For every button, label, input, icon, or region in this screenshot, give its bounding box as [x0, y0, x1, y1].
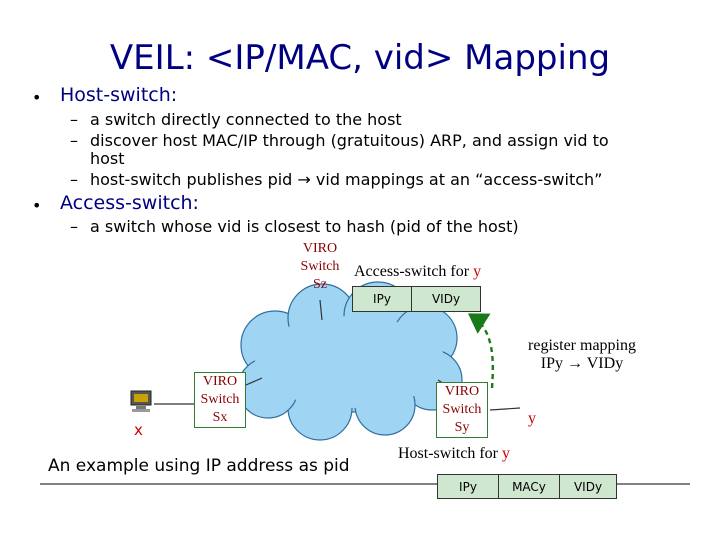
switch-sy: VIRO Switch Sy: [436, 382, 488, 438]
switch-type-text: VIRO: [202, 374, 238, 389]
host-id-text: y: [473, 263, 482, 280]
host-x-label: x: [134, 421, 143, 439]
register-arrow: [467, 313, 494, 389]
host-table-cell-vid: VIDy: [559, 474, 617, 499]
host-table-cell-ip: IPy: [437, 474, 499, 499]
link-sx-cloud: [245, 377, 263, 386]
switch-sx-label: VIRO Switch Sx: [195, 373, 245, 427]
bullet-access-switch: Access-switch:: [60, 192, 199, 214]
host-switch-text: Host-switch for: [398, 445, 498, 462]
sub-bullet-4: a switch whose vid is closest to hash (p…: [90, 217, 519, 236]
link-sz-cloud: [319, 299, 323, 321]
dash: –: [70, 110, 78, 129]
sub-bullet-3: host-switch publishes pid → vid mappings…: [90, 170, 603, 189]
access-switch-label: Access-switch for y: [354, 263, 481, 281]
link-sy-y: [489, 407, 521, 411]
mapping-vid: VIDy: [586, 355, 624, 372]
dash: –: [70, 217, 78, 236]
sub-bullet-2: discover host MAC/IP through (gratuitous…: [90, 131, 609, 150]
switch-sz-label: VIRO Switch Sz: [296, 240, 344, 294]
switch-sx: VIRO Switch Sx: [194, 372, 246, 428]
arrow-icon: →: [567, 355, 584, 372]
host-id-text: y: [501, 445, 510, 462]
bullet-host-switch: Host-switch:: [60, 84, 178, 106]
register-mapping-line2: IPy → VIDy: [512, 355, 652, 373]
switch-type-text: Switch: [442, 402, 482, 417]
switch-name-text: Sy: [454, 420, 470, 435]
switch-type-text: VIRO: [302, 241, 338, 256]
register-mapping-label: register mapping IPy → VIDy: [512, 337, 652, 373]
switch-type-text: VIRO: [444, 384, 480, 399]
dash: –: [70, 170, 78, 189]
host-table-cell-mac: MACy: [498, 474, 560, 499]
computer-icon: [130, 390, 152, 412]
host-y-label: y: [528, 410, 536, 427]
access-table-cell-vid: VIDy: [411, 286, 481, 312]
switch-sy-label: VIRO Switch Sy: [437, 383, 487, 437]
access-table-cell-ip: IPy: [352, 286, 412, 312]
switch-sz: VIRO Switch Sz: [296, 240, 344, 298]
mapping-ip: IPy: [540, 355, 564, 372]
switch-type-text: Switch: [200, 392, 240, 407]
register-mapping-line1: register mapping: [528, 337, 636, 354]
access-switch-text: Access-switch for: [354, 263, 470, 280]
slide-title: VEIL: <IP/MAC, vid> Mapping: [109, 38, 611, 78]
sub-bullet-1: a switch directly connected to the host: [90, 110, 402, 129]
switch-name-text: Sz: [313, 277, 327, 292]
switch-name-text: Sx: [212, 410, 228, 425]
switch-type-text: Switch: [300, 259, 340, 274]
dash: –: [70, 131, 78, 150]
caption: An example using IP address as pid: [48, 456, 350, 476]
bullet-marker: •: [32, 88, 42, 107]
bullet-marker: •: [32, 196, 42, 215]
host-switch-label: Host-switch for y: [398, 445, 510, 463]
sub-bullet-2-cont: host: [90, 149, 125, 168]
